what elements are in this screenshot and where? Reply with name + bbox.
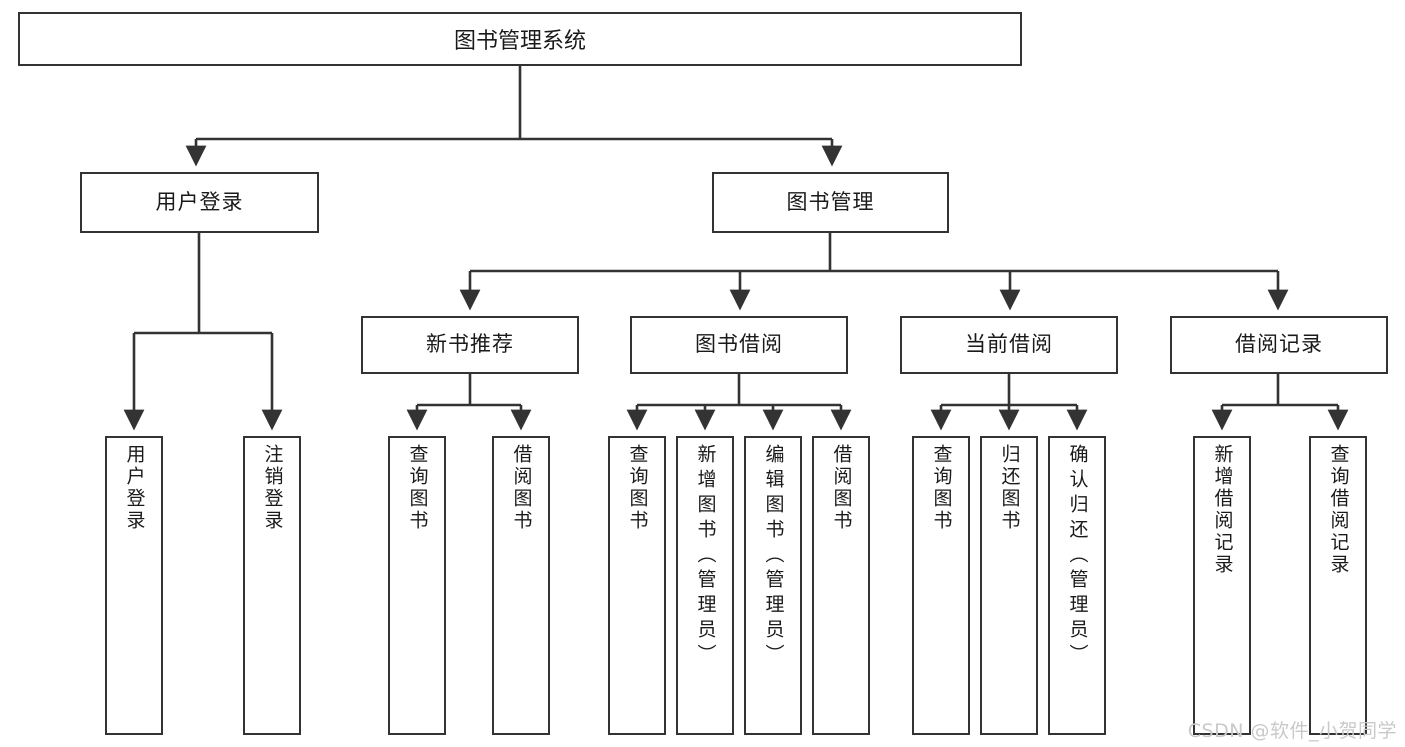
leaf-query-book-current[interactable]: 查询图书 <box>912 436 970 735</box>
leaf-add-borrow-record[interactable]: 新增借阅记录 <box>1193 436 1251 735</box>
leaf-add-book-admin-label: 新增图书（管理员） <box>694 444 717 669</box>
leaf-edit-book-admin-label: 编辑图书（管理员） <box>762 444 785 669</box>
leaf-confirm-return-admin[interactable]: 确认归还（管理员） <box>1048 436 1106 735</box>
node-root-label: 图书管理系统 <box>453 29 586 54</box>
node-book-management-label: 图书管理 <box>786 189 875 214</box>
node-new-book-recommend-label: 新书推荐 <box>426 332 514 357</box>
leaf-logout-label: 注销登录 <box>261 444 284 532</box>
node-user-login[interactable]: 用户登录 <box>80 172 319 233</box>
leaf-query-borrow-record-label: 查询借阅记录 <box>1327 444 1350 576</box>
leaf-edit-book-admin[interactable]: 编辑图书（管理员） <box>744 436 802 735</box>
leaf-user-login-label: 用户登录 <box>123 444 146 532</box>
node-book-borrow-label: 图书借阅 <box>695 332 783 357</box>
leaf-borrow-book[interactable]: 借阅图书 <box>812 436 870 735</box>
leaf-borrow-book-new-label: 借阅图书 <box>510 444 533 532</box>
leaf-logout[interactable]: 注销登录 <box>243 436 301 735</box>
leaf-user-login[interactable]: 用户登录 <box>105 436 163 735</box>
leaf-add-borrow-record-label: 新增借阅记录 <box>1211 444 1234 576</box>
leaf-query-book-borrow[interactable]: 查询图书 <box>608 436 666 735</box>
leaf-query-book-current-label: 查询图书 <box>930 444 953 532</box>
leaf-return-book[interactable]: 归还图书 <box>980 436 1038 735</box>
leaf-query-book-new-label: 查询图书 <box>406 444 429 532</box>
node-root[interactable]: 图书管理系统 <box>18 12 1022 66</box>
node-user-login-label: 用户登录 <box>155 189 244 214</box>
leaf-borrow-book-label: 借阅图书 <box>830 444 853 532</box>
node-book-management[interactable]: 图书管理 <box>712 172 949 233</box>
watermark: CSDN @软件_小贺同学 <box>1187 720 1397 742</box>
node-borrow-record-label: 借阅记录 <box>1235 332 1323 357</box>
leaf-confirm-return-admin-label: 确认归还（管理员） <box>1066 444 1089 669</box>
leaf-borrow-book-new[interactable]: 借阅图书 <box>492 436 550 735</box>
node-current-borrow-label: 当前借阅 <box>965 332 1053 357</box>
node-new-book-recommend[interactable]: 新书推荐 <box>361 316 579 374</box>
leaf-query-borrow-record[interactable]: 查询借阅记录 <box>1309 436 1367 735</box>
node-current-borrow[interactable]: 当前借阅 <box>900 316 1118 374</box>
node-borrow-record[interactable]: 借阅记录 <box>1170 316 1388 374</box>
leaf-query-book-new[interactable]: 查询图书 <box>388 436 446 735</box>
leaf-add-book-admin[interactable]: 新增图书（管理员） <box>676 436 734 735</box>
node-book-borrow[interactable]: 图书借阅 <box>630 316 848 374</box>
leaf-query-book-borrow-label: 查询图书 <box>626 444 649 532</box>
leaf-return-book-label: 归还图书 <box>998 444 1021 532</box>
